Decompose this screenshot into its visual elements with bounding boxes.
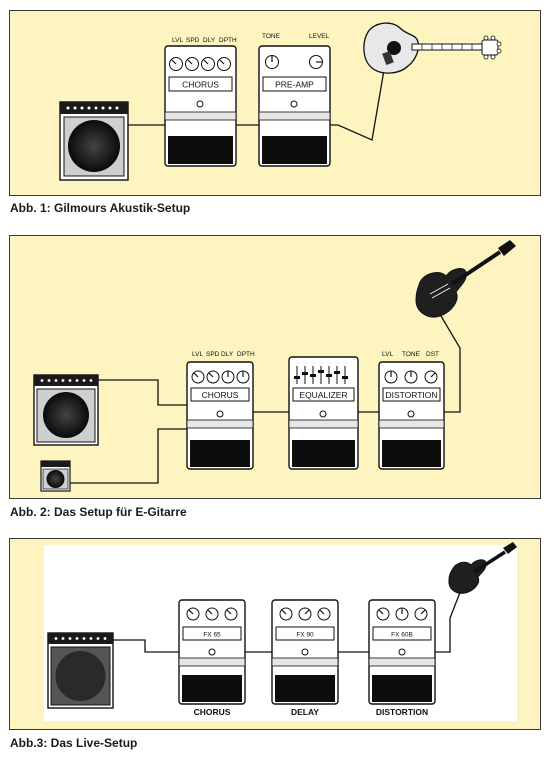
chorus-pedal-name: CHORUS	[202, 390, 239, 400]
figure-3-cables	[113, 589, 462, 653]
pedal-label: DELAY	[291, 707, 319, 717]
equalizer-pedal: EQUALIZER	[288, 356, 359, 470]
distortion-pedal-name: DISTORTION	[385, 390, 437, 400]
electric-guitar-icon	[415, 240, 516, 318]
fx60b-pedal: FX 60B DISTORTION	[368, 599, 436, 717]
knob-label: LVL	[382, 351, 393, 358]
equalizer-pedal-name: EQUALIZER	[299, 390, 347, 400]
knob-label: DPTH	[237, 351, 255, 358]
figure-1-cables	[128, 69, 385, 141]
amplifier-icon	[33, 374, 99, 446]
amplifier-icon	[59, 101, 129, 181]
knob-label: DPTH	[219, 37, 237, 44]
knob-label: LVL	[192, 351, 203, 358]
preamp-pedal-name: PRE-AMP	[275, 80, 314, 90]
knob-label: TONE	[402, 351, 421, 358]
acoustic-guitar-icon	[363, 22, 502, 74]
chorus-pedal: CHORUS LVL SPD DLY DPTH	[164, 37, 237, 167]
electric-guitar-icon	[448, 542, 517, 594]
preamp-pedal: PRE-AMP TONE LEVEL	[258, 33, 331, 167]
knob-label: SPD	[206, 351, 220, 358]
knob-label: DLY	[203, 37, 216, 44]
pedal-name: FX 60B	[391, 632, 413, 639]
figure-3-caption: Abb.3: Das Live-Setup	[10, 736, 138, 750]
pedal-name: FX 90	[296, 632, 314, 639]
chorus-pedal: CHORUS LVL SPD DLY DPTH	[186, 351, 255, 470]
fx90-pedal: FX 90 DELAY	[271, 599, 339, 717]
pedal-label: DISTORTION	[376, 707, 428, 717]
amplifier-icon	[40, 460, 71, 492]
figure-2-cables	[70, 315, 461, 484]
pedal-name: FX 65	[203, 632, 221, 639]
knob-label: SPD	[186, 37, 200, 44]
amplifier-icon	[47, 632, 114, 709]
distortion-pedal: DISTORTION LVL TONE DST	[378, 351, 445, 470]
figure-2-caption: Abb. 2: Das Setup für E-Gitarre	[10, 505, 187, 519]
figure-1-caption: Abb. 1: Gilmours Akustik-Setup	[10, 201, 191, 215]
knob-label: TONE	[262, 33, 281, 40]
knob-label: DLY	[221, 351, 234, 358]
pedal-label: CHORUS	[194, 707, 231, 717]
knob-label: LEVEL	[309, 33, 330, 40]
knob-label: DST	[426, 351, 439, 358]
fx65-pedal: FX 65 CHORUS	[178, 599, 246, 717]
knob-label: LVL	[172, 37, 183, 44]
chorus-pedal-name: CHORUS	[182, 80, 219, 90]
